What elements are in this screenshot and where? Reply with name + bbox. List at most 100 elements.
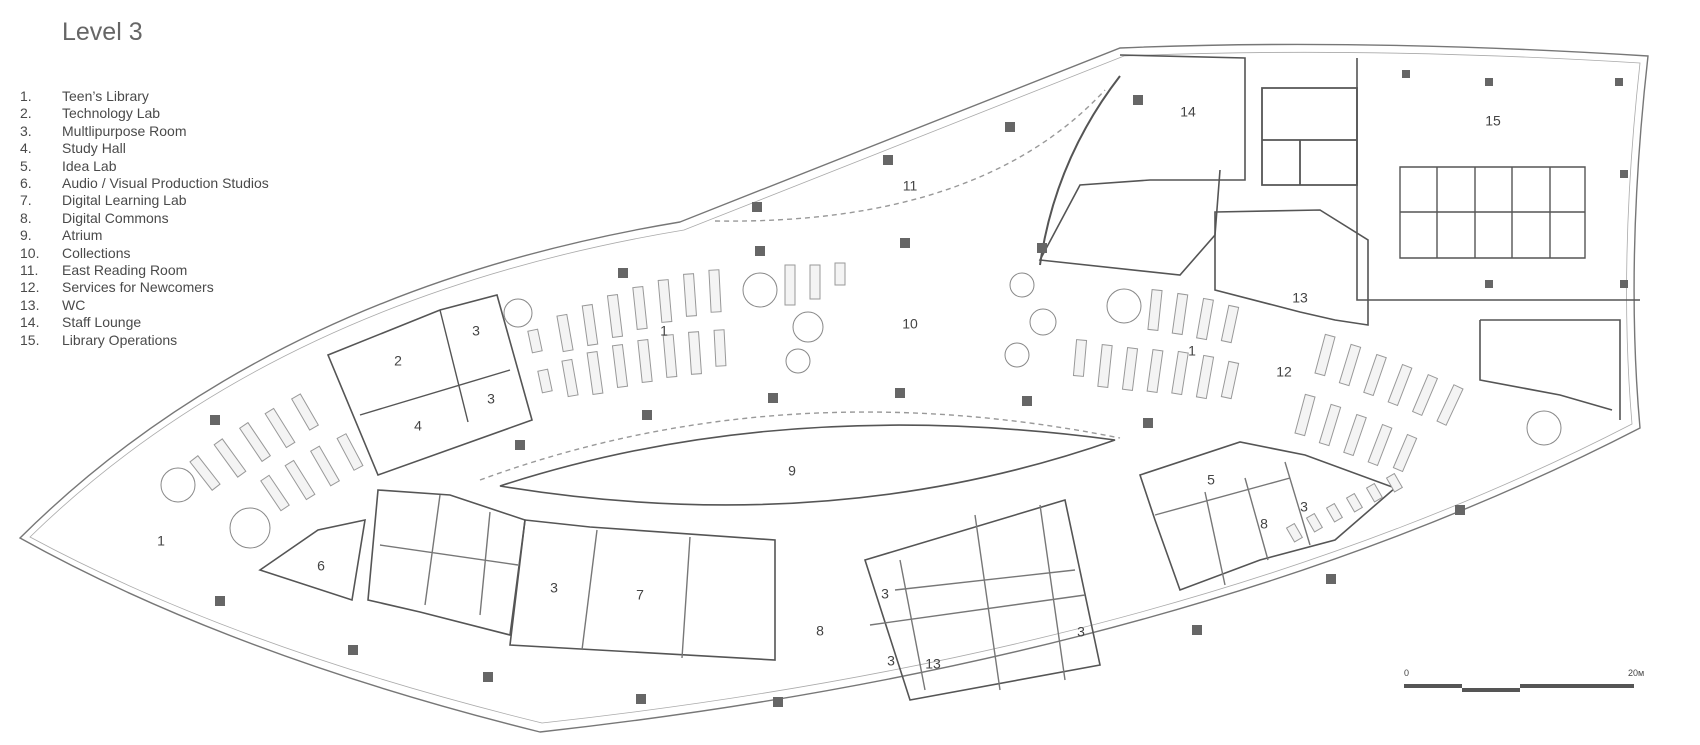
column xyxy=(1192,625,1202,635)
column xyxy=(642,410,652,420)
shelf xyxy=(1345,492,1364,513)
room-label-wc-south: 13 xyxy=(925,656,941,672)
shelf xyxy=(537,368,553,394)
round-tables xyxy=(160,272,1562,549)
legend-item: 14. Staff Lounge xyxy=(20,314,269,331)
legend-item: 12.Services for Newcomers xyxy=(20,279,269,296)
shelf xyxy=(336,433,364,471)
column xyxy=(210,415,220,425)
legend-item: 9.Atrium xyxy=(20,227,269,244)
column xyxy=(1133,95,1143,105)
legend-label: WC xyxy=(62,296,86,313)
room-cluster-east xyxy=(1138,441,1397,592)
rooms-3-7 xyxy=(509,519,776,661)
room-label-services-newcomers: 12 xyxy=(1276,364,1292,380)
column xyxy=(1143,418,1153,428)
shelf xyxy=(657,279,673,323)
room-label-teens-library-west: 1 xyxy=(157,533,165,549)
staff-lounge-block xyxy=(1038,54,1246,276)
column xyxy=(773,697,783,707)
column xyxy=(1485,78,1493,86)
legend-item: 11.East Reading Room xyxy=(20,262,269,279)
room-label-multipurpose-e: 3 xyxy=(881,586,889,602)
legend-item: 3. Multlipurpose Room xyxy=(20,123,269,140)
legend-number: 4. xyxy=(20,140,32,157)
room-label-east-reading-room: 11 xyxy=(903,178,918,194)
legend-number: 5. xyxy=(20,157,32,174)
column xyxy=(1620,170,1628,178)
legend-label: Collections xyxy=(62,244,131,261)
round-table xyxy=(1106,288,1142,324)
round-table xyxy=(1029,308,1057,336)
room-label-multipurpose-a: 3 xyxy=(472,323,480,339)
shelf xyxy=(1072,339,1088,377)
shelf xyxy=(1367,423,1393,467)
legend-item: 8. Digital Commons xyxy=(20,210,269,227)
shelf xyxy=(809,264,821,300)
shelf xyxy=(1363,353,1387,397)
legend-label: Idea Lab xyxy=(62,157,117,174)
column xyxy=(483,672,493,682)
scale-end-label: 20м xyxy=(1628,668,1644,678)
legend-label: Staff Lounge xyxy=(62,314,142,331)
shelf xyxy=(1220,360,1240,400)
room-label-tech-lab: 2 xyxy=(394,353,402,369)
room-block-nw xyxy=(326,294,533,477)
atrium-void xyxy=(499,424,1116,506)
shelf xyxy=(1411,373,1439,417)
column xyxy=(636,694,646,704)
core-west-interior xyxy=(379,494,519,616)
shelf xyxy=(611,343,629,389)
shelf xyxy=(713,329,727,367)
shelf xyxy=(1294,393,1316,437)
legend-label: Atrium xyxy=(62,227,103,244)
legend-item: 4.Study Hall xyxy=(20,140,269,157)
legend-number: 1. xyxy=(20,88,32,104)
legend-number: 8. xyxy=(20,209,32,226)
shelf xyxy=(1196,297,1214,341)
shelf xyxy=(238,421,272,463)
east-reading-wall xyxy=(1039,75,1121,266)
column xyxy=(1615,78,1623,86)
column xyxy=(348,645,358,655)
shelf xyxy=(556,313,574,353)
shelf xyxy=(662,334,678,378)
column xyxy=(515,440,525,450)
shelf xyxy=(1385,472,1404,493)
column xyxy=(883,155,893,165)
shelf xyxy=(1387,363,1413,407)
legend-label: Multlipurpose Room xyxy=(62,122,187,139)
shelf xyxy=(1343,413,1367,457)
legend-item: 1.Teen’s Library xyxy=(20,88,269,105)
legend-item: 7.Digital Learning Lab xyxy=(20,192,269,209)
legend-number: 12. xyxy=(20,279,40,296)
shelf xyxy=(1195,354,1215,400)
scale-segment xyxy=(1462,688,1520,692)
stair-core-north xyxy=(1261,87,1358,186)
east-core-south xyxy=(1479,320,1613,411)
shelf xyxy=(1436,384,1464,426)
shelf xyxy=(1171,350,1189,396)
legend-label: Digital Commons xyxy=(62,209,169,226)
round-table xyxy=(742,272,778,308)
legend-number: 11. xyxy=(20,262,39,279)
bookshelf-rows xyxy=(189,262,1464,543)
room-label-library-operations: 15 xyxy=(1485,113,1501,129)
legend-item: 2.Technology Lab xyxy=(20,105,269,122)
shelf xyxy=(1121,346,1139,392)
building-outline-inner xyxy=(29,51,1641,724)
shelf xyxy=(1097,344,1113,388)
shelf xyxy=(1147,289,1163,331)
legend-number: 7. xyxy=(20,192,32,209)
legend-number: 3. xyxy=(20,122,32,139)
room-label-teens-library-east: 1 xyxy=(1188,343,1196,359)
room-label-teens-library-center: 1 xyxy=(660,323,668,339)
legend-number: 14. xyxy=(20,314,40,331)
column xyxy=(895,388,905,398)
shelf xyxy=(1314,333,1336,377)
shelf xyxy=(527,328,543,354)
room-6 xyxy=(258,518,366,602)
room-label-atrium: 9 xyxy=(788,463,796,479)
shelf xyxy=(290,393,320,431)
shelf xyxy=(1338,343,1362,387)
